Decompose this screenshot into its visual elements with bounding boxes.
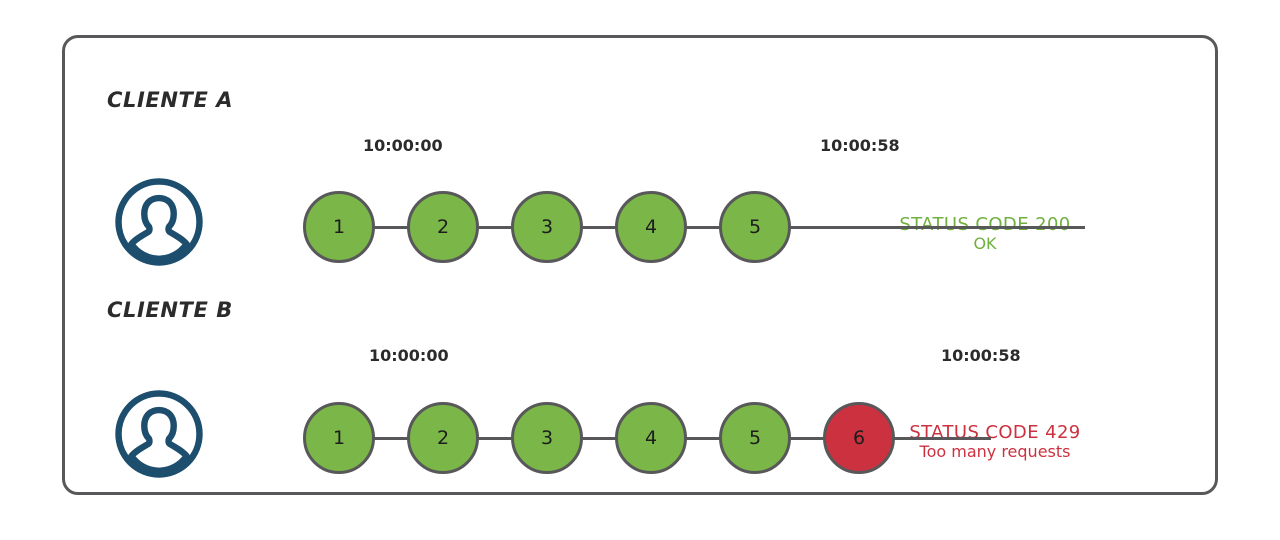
request-node[interactable]: 5 [719,191,791,263]
diagram-frame: CLIENTE A 10:00:00 10:00:58 1 2 3 4 5 ST… [62,35,1218,495]
status-message-line: OK [973,234,997,254]
client-row-a: CLIENTE A 10:00:00 10:00:58 1 2 3 4 5 ST… [65,86,1215,296]
user-avatar-icon [113,176,205,268]
request-node[interactable]: 2 [407,402,479,474]
request-node[interactable]: 3 [511,402,583,474]
client-a-status-badge: STATUS CODE 200 OK [855,214,1115,254]
request-node[interactable]: 5 [719,402,791,474]
client-a-end-time: 10:00:58 [820,136,900,155]
client-a-start-time: 10:00:00 [363,136,443,155]
status-code-line: STATUS CODE 429 [909,422,1081,443]
client-a-label: CLIENTE A [107,88,234,112]
status-message-line: Too many requests [919,442,1071,462]
connector-2-3 [477,226,515,229]
connector-1-2 [373,226,411,229]
connector-4-5 [685,437,723,440]
client-b-status-badge: STATUS CODE 429 Too many requests [865,422,1125,462]
status-code-line: STATUS CODE 200 [899,214,1071,235]
user-avatar-icon [113,388,205,480]
connector-2-3 [477,437,515,440]
request-node[interactable]: 3 [511,191,583,263]
connector-1-2 [373,437,411,440]
request-node[interactable]: 2 [407,191,479,263]
connector-5-6 [789,437,827,440]
client-row-b: CLIENTE B 10:00:00 10:00:58 1 2 3 4 5 6 … [65,296,1215,506]
request-node[interactable]: 4 [615,191,687,263]
request-node[interactable]: 1 [303,402,375,474]
connector-3-4 [581,226,619,229]
client-b-label: CLIENTE B [107,298,233,322]
request-node[interactable]: 1 [303,191,375,263]
request-node[interactable]: 4 [615,402,687,474]
client-b-end-time: 10:00:58 [941,346,1021,365]
request-node-rejected[interactable]: 6 [823,402,895,474]
connector-4-5 [685,226,723,229]
client-b-start-time: 10:00:00 [369,346,449,365]
client-b-response-line [893,437,991,440]
connector-3-4 [581,437,619,440]
client-a-response-line [789,226,1085,229]
